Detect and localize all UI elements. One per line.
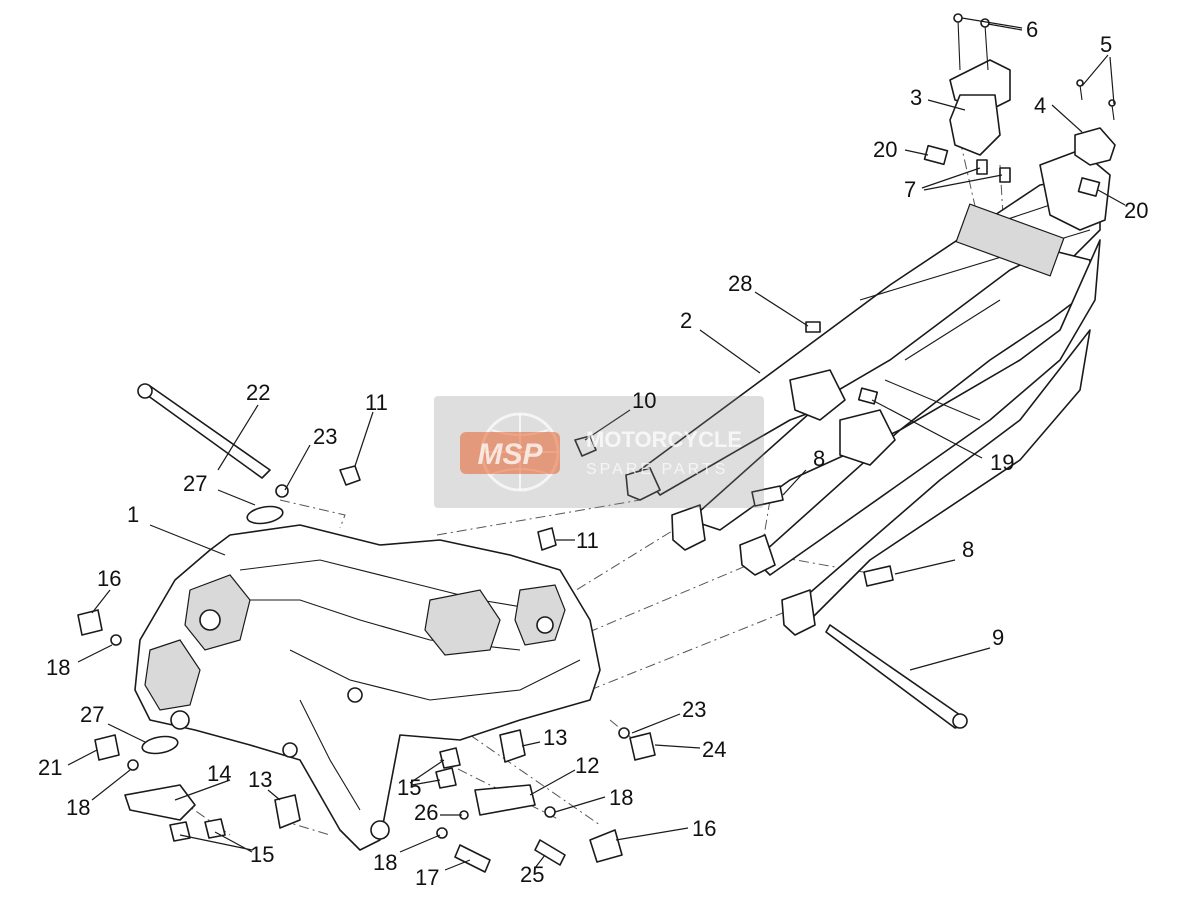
main-frame bbox=[134, 524, 601, 851]
small-parts-right bbox=[339, 435, 968, 729]
callout-8: 8 bbox=[962, 537, 974, 562]
callout-26: 26 bbox=[414, 800, 438, 825]
callout-18: 18 bbox=[609, 785, 633, 810]
rear-subframe bbox=[625, 149, 1111, 636]
watermark: MSP MOTORCYCLE SPARE PARTS bbox=[434, 396, 764, 508]
callout-18: 18 bbox=[373, 850, 397, 875]
callout-1: 1 bbox=[127, 502, 139, 527]
callout-17: 17 bbox=[415, 865, 439, 890]
callout-16: 16 bbox=[692, 816, 716, 841]
small-parts-left bbox=[77, 383, 301, 842]
callout-13: 13 bbox=[248, 767, 272, 792]
callout-12: 12 bbox=[575, 753, 599, 778]
watermark-logo-text: MSP bbox=[477, 438, 543, 471]
callout-18: 18 bbox=[46, 655, 70, 680]
top-brackets bbox=[805, 13, 1116, 405]
callout-22: 22 bbox=[246, 380, 270, 405]
callout-18: 18 bbox=[66, 795, 90, 820]
callout-10: 10 bbox=[632, 388, 656, 413]
watermark-box bbox=[434, 396, 764, 508]
callout-9: 9 bbox=[992, 625, 1004, 650]
callout-11: 11 bbox=[365, 390, 388, 415]
callout-20: 20 bbox=[1124, 198, 1148, 223]
callout-14: 14 bbox=[207, 761, 231, 786]
callout-27: 27 bbox=[183, 471, 207, 496]
callouts: 6 5 3 4 20 7 20 28 2 10 19 8 8 9 22 11 2… bbox=[38, 17, 1148, 890]
callout-23: 23 bbox=[682, 697, 706, 722]
callout-11: 11 bbox=[576, 528, 599, 553]
callout-15: 15 bbox=[397, 775, 421, 800]
watermark-logo-badge bbox=[460, 432, 560, 474]
leader-lines bbox=[67, 17, 1126, 871]
callout-23: 23 bbox=[313, 424, 337, 449]
callout-25: 25 bbox=[520, 862, 544, 887]
callout-5: 5 bbox=[1100, 32, 1112, 57]
callout-6: 6 bbox=[1026, 17, 1038, 42]
callout-24: 24 bbox=[702, 737, 726, 762]
callout-19: 19 bbox=[990, 450, 1014, 475]
callout-8: 8 bbox=[813, 446, 825, 471]
callout-4: 4 bbox=[1034, 93, 1046, 118]
watermark-line1: MOTORCYCLE bbox=[586, 427, 742, 452]
callout-13: 13 bbox=[543, 725, 567, 750]
callout-15: 15 bbox=[250, 842, 274, 867]
callout-3: 3 bbox=[910, 85, 922, 110]
callout-16: 16 bbox=[97, 566, 121, 591]
callout-28: 28 bbox=[728, 271, 752, 296]
callout-27: 27 bbox=[80, 702, 104, 727]
callout-7: 7 bbox=[904, 177, 916, 202]
small-parts-bottom bbox=[435, 727, 656, 873]
callout-21: 21 bbox=[38, 755, 62, 780]
watermark-line2: SPARE PARTS bbox=[586, 461, 728, 478]
callout-20: 20 bbox=[873, 137, 897, 162]
callout-2: 2 bbox=[680, 308, 692, 333]
